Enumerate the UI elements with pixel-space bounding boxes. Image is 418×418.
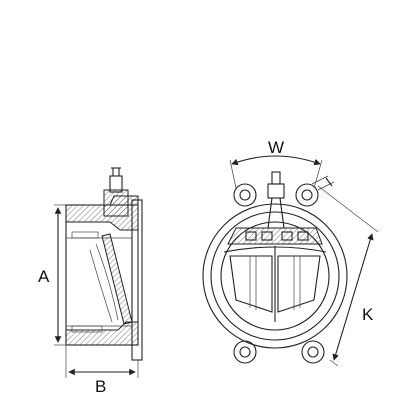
valve-disc [101,233,133,325]
stem-nut [109,175,123,193]
left-disc-half [229,255,273,313]
dimension-k-line [332,233,374,361]
flange-plate [131,199,143,361]
right-disc-half [277,255,321,313]
dimension-w-label: W [268,138,284,157]
dimension-a-label: A [38,267,50,286]
bottom-hatched-section [65,321,139,346]
bolt-lugs [233,183,325,364]
hinge-housing [103,189,129,217]
side-section-view: A B [38,167,143,396]
dimension-b-label: B [95,377,106,396]
dimension-w-arc [231,155,321,166]
front-view: W K [202,138,379,367]
top-stem-housing [267,183,285,199]
dimension-k-label: K [362,305,374,324]
bore-circle [220,221,330,331]
lug-dimension-tick [325,177,333,187]
